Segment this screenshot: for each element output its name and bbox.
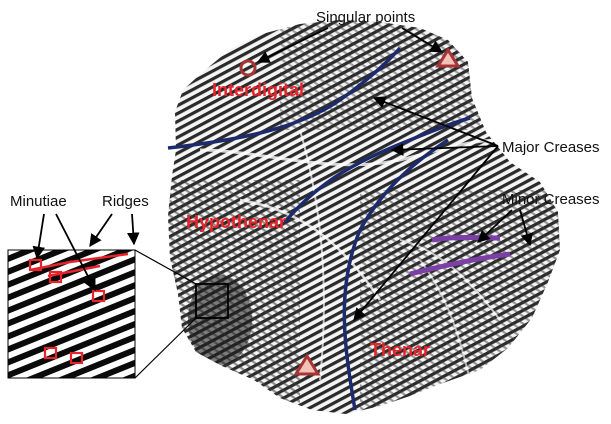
ridge-zoom-inset [8,250,135,378]
label-minor-creases: Minor Creases [502,191,600,208]
minor-crease-upper [432,238,500,241]
label-ridges: Ridges [102,193,149,210]
region-thenar: Thenar [370,340,430,360]
label-singular-points: Singular points [316,9,415,26]
region-hypothenar: Hypothenar [186,212,286,232]
label-minutiae: Minutiae [10,193,67,210]
label-major-creases: Major Creases [502,139,600,156]
region-interdigital: Interdigital [212,80,304,100]
